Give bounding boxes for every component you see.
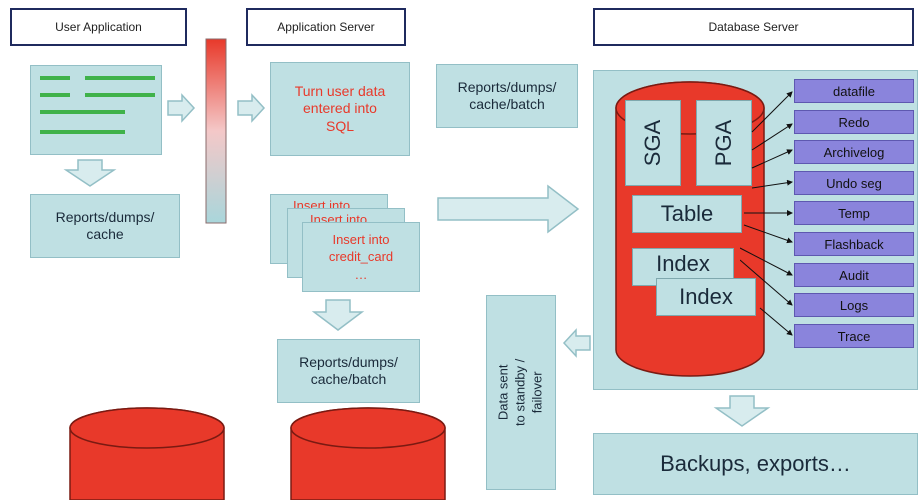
form-line (40, 110, 125, 114)
file-label: datafile (833, 83, 875, 99)
header-user-application: User Application (10, 8, 187, 46)
file-label: Archivelog (823, 144, 885, 160)
reports-label: Reports/dumps/ cache (55, 208, 155, 243)
file-datafile: datafile (794, 79, 914, 103)
index-label: Index (679, 284, 733, 309)
middle-reports: Reports/dumps/ cache/batch (436, 64, 578, 128)
form-line (40, 76, 70, 80)
file-audit: Audit (794, 263, 914, 287)
insert-table-name: credit_card (328, 249, 394, 265)
file-redo: Redo (794, 110, 914, 134)
form-line (85, 76, 155, 80)
backups-label: Backups, exports… (660, 451, 851, 477)
insert-ellipsis: … (354, 266, 368, 282)
app-server-reports: Reports/dumps/ cache/batch (277, 339, 420, 403)
pga-label: PGA (711, 119, 736, 167)
file-label: Flashback (824, 236, 884, 252)
file-temp: Temp (794, 201, 914, 225)
index-box-2: Index (656, 278, 756, 316)
user-app-reports: Reports/dumps/ cache (30, 194, 180, 258)
arrow-right-icon (237, 93, 266, 123)
standby-label: Data sent to standby / failover (495, 358, 545, 427)
file-label: Temp (838, 205, 870, 221)
file-label: Logs (839, 297, 869, 313)
sga-label: SGA (640, 119, 665, 167)
index-label: Index (656, 251, 710, 276)
header-application-server: Application Server (246, 8, 406, 46)
file-logs: Logs (794, 293, 914, 317)
arrow-down-icon (311, 299, 365, 331)
file-label: Trace (837, 328, 871, 344)
header-database-server: Database Server (593, 8, 914, 46)
reports-label: Reports/dumps/ cache/batch (299, 353, 398, 388)
header-label: User Application (55, 20, 142, 34)
sql-label: Turn user data entered into SQL (294, 82, 386, 134)
app-server-sql-box: Turn user data entered into SQL (270, 62, 410, 156)
file-undo-seg: Undo seg (794, 171, 914, 195)
header-label: Application Server (277, 20, 375, 34)
sga-box: SGA (625, 100, 681, 186)
database-cylinder-icon (69, 407, 225, 500)
reports-label: Reports/dumps/ cache/batch (457, 78, 557, 113)
file-flashback: Flashback (794, 232, 914, 256)
insert-label: Insert into (332, 231, 390, 247)
file-archivelog: Archivelog (794, 140, 914, 164)
form-line (40, 130, 125, 134)
table-label: Table (660, 201, 714, 226)
pga-box: PGA (696, 100, 752, 186)
standby-box: Data sent to standby / failover (486, 295, 556, 490)
insert-card-3: Insert into credit_card … (302, 222, 420, 292)
header-label: Database Server (708, 20, 799, 34)
network-gradient-bar (205, 38, 227, 224)
form-line (85, 93, 155, 97)
file-label: Undo seg (826, 175, 882, 191)
file-label: Redo (838, 114, 870, 130)
arrow-right-icon (167, 93, 196, 123)
arrow-left-icon (562, 328, 591, 358)
backups-box: Backups, exports… (593, 433, 918, 495)
arrow-down-icon (713, 395, 771, 427)
file-label: Audit (839, 267, 869, 283)
arrow-right-icon (437, 184, 580, 234)
file-trace: Trace (794, 324, 914, 348)
table-box: Table (632, 195, 742, 233)
arrow-down-icon (63, 159, 117, 187)
database-cylinder-icon (290, 407, 446, 500)
connector-lines (740, 91, 793, 336)
form-line (40, 93, 70, 97)
